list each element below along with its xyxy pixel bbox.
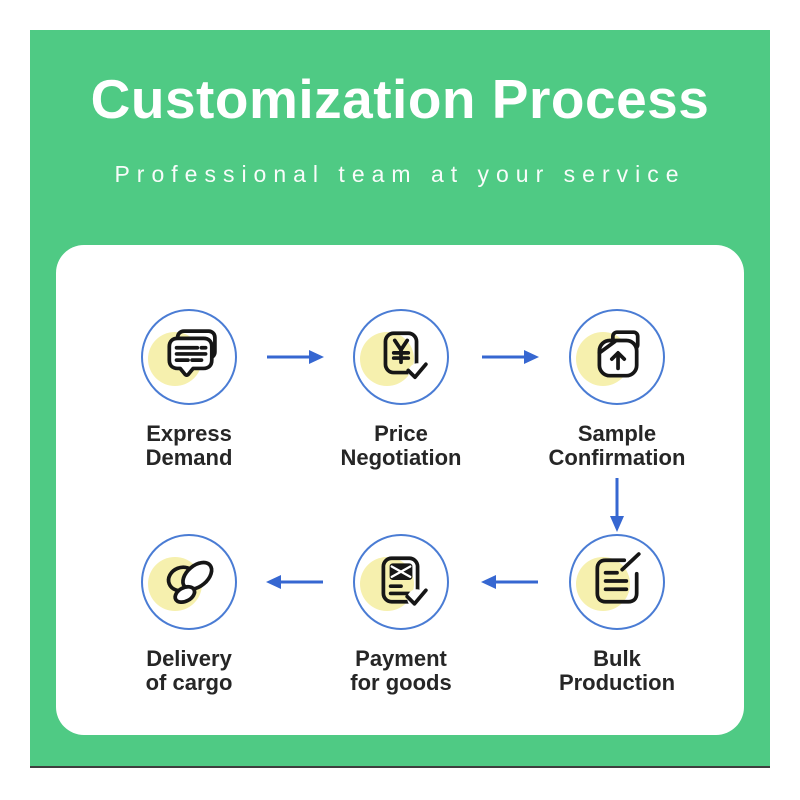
chat-bubbles-icon — [167, 329, 217, 377]
step-label: Bulk Production — [522, 647, 712, 695]
step-circle — [141, 534, 237, 630]
flow-arrow-down — [610, 478, 624, 532]
document-edit-icon — [595, 552, 641, 604]
flow-arrow-left-1 — [481, 575, 538, 589]
step-label-line2: Demand — [145, 445, 233, 470]
flow-arrow-right-1 — [267, 350, 324, 364]
flow-arrow-right-2 — [482, 350, 539, 364]
step-label-line1: Sample — [577, 421, 657, 446]
step-label: Delivery of cargo — [94, 647, 284, 695]
step-label: Sample Confirmation — [522, 422, 712, 470]
step-sample-confirmation: Sample Confirmation — [522, 309, 712, 470]
page-title: Customization Process — [90, 68, 710, 130]
process-card: Express Demand — [56, 245, 744, 735]
step-circle — [141, 309, 237, 405]
yuan-document-icon — [383, 331, 428, 382]
step-express-demand: Express Demand — [94, 309, 284, 470]
step-label-line2: Negotiation — [340, 445, 462, 470]
step-label: Payment for goods — [306, 647, 496, 695]
step-label-line1: Express — [146, 421, 232, 446]
step-label-line2: Confirmation — [548, 445, 686, 470]
green-panel: Customization Process Professional team … — [30, 30, 770, 768]
step-label: Price Negotiation — [306, 422, 496, 470]
flow-arrow-left-2 — [266, 575, 323, 589]
page-subtitle: Professional team at your service — [114, 161, 686, 187]
step-delivery-of-cargo: Delivery of cargo — [94, 534, 284, 695]
step-label-line1: Bulk — [593, 646, 641, 671]
step-circle — [353, 534, 449, 630]
step-label-line2: for goods — [350, 670, 452, 695]
step-label-line2: Production — [558, 670, 676, 695]
step-label-line2: of cargo — [145, 670, 233, 695]
step-label-line1: Price — [374, 421, 428, 446]
step-circle — [353, 309, 449, 405]
pills-package-icon — [166, 560, 214, 605]
step-label: Express Demand — [94, 422, 284, 470]
step-label-line1: Delivery — [146, 646, 232, 671]
step-bulk-production: Bulk Production — [522, 534, 712, 695]
folder-upload-icon — [597, 330, 640, 378]
step-label-line1: Payment — [355, 646, 447, 671]
invoice-check-icon — [381, 556, 428, 608]
step-circle — [569, 309, 665, 405]
step-circle — [569, 534, 665, 630]
step-price-negotiation: Price Negotiation — [306, 309, 496, 470]
step-payment-for-goods: Payment for goods — [306, 534, 496, 695]
